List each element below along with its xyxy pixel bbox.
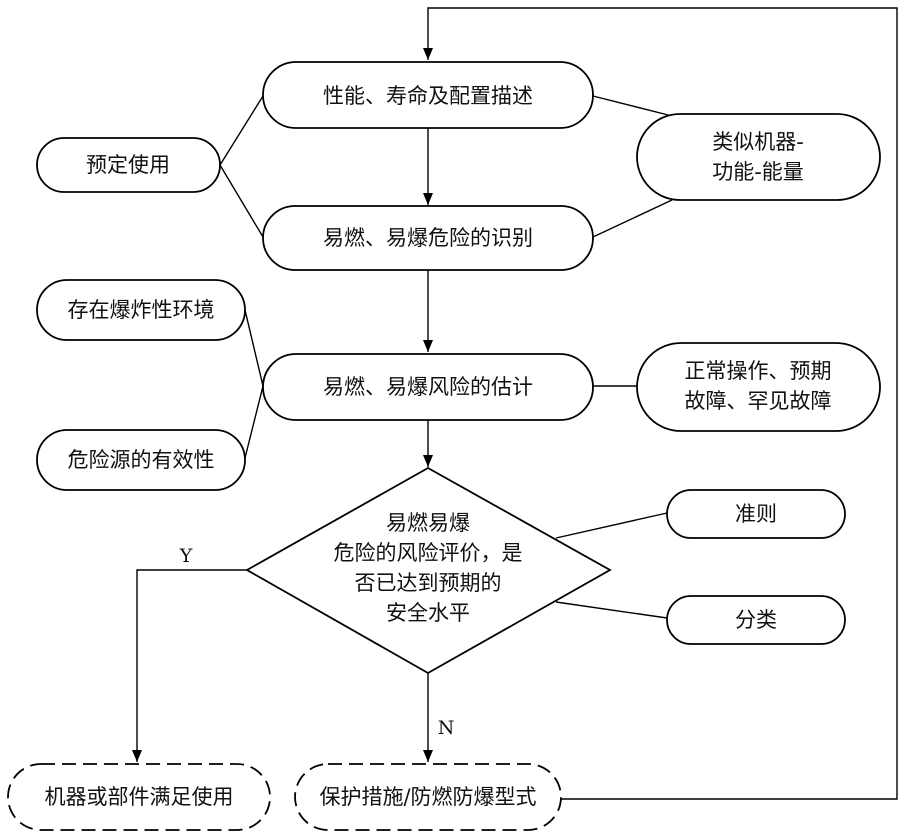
node-intended-use-label: 预定使用 (86, 153, 170, 177)
node-similar-machines-line1: 类似机器- (712, 130, 804, 154)
decision-line1: 易燃易爆 (386, 511, 470, 535)
node-operating-modes (636, 342, 881, 432)
decision-line2: 危险的风险评价，是 (334, 541, 523, 565)
edge-classify (555, 601, 668, 619)
node-similar-machines (636, 113, 881, 201)
node-source-effectiveness-label: 危险源的有效性 (68, 448, 215, 472)
node-intended-use (36, 137, 221, 193)
node-explosive-environment-label: 存在爆炸性环境 (68, 298, 215, 322)
node-explosive-environment (36, 279, 246, 341)
node-machine-satisfies-use-label: 机器或部件满足使用 (45, 785, 234, 809)
edge-similar-to-ident (592, 199, 673, 238)
node-risk-estimation (262, 353, 594, 421)
decision-line4: 安全水平 (386, 601, 470, 625)
edge-feedback-loop (423, 7, 898, 800)
node-machine-satisfies-use (7, 763, 271, 831)
node-classification (666, 595, 846, 645)
edge-criteria (555, 512, 668, 539)
node-risk-evaluation-decision (245, 466, 612, 675)
node-hazard-identification-label: 易燃、易爆危险的识别 (323, 226, 533, 250)
edge-similar-to-perf (592, 95, 673, 117)
node-similar-machines-line2: 功能-能量 (712, 160, 804, 184)
edge-decision-yes (132, 569, 247, 762)
decision-line3: 否已达到预期的 (355, 571, 502, 595)
node-protective-measures (294, 763, 562, 831)
node-protective-measures-label: 保护措施/防燃防爆型式 (319, 785, 536, 809)
node-performance-description (262, 61, 594, 129)
node-operating-modes-line2: 故障、罕见故障 (685, 389, 832, 413)
node-operating-modes-line1: 正常操作、预期 (685, 359, 832, 383)
edge-conditions (244, 309, 264, 459)
no-label: N (438, 717, 455, 739)
node-classification-label: 分类 (735, 608, 777, 632)
node-criteria (666, 489, 846, 539)
node-source-effectiveness (36, 429, 246, 491)
node-performance-description-label: 性能、寿命及配置描述 (323, 84, 533, 108)
node-hazard-identification (262, 205, 594, 271)
connectors (132, 7, 898, 800)
yes-label: Y (179, 545, 193, 567)
node-criteria-label: 准则 (735, 502, 777, 526)
edge-intended-use (219, 95, 264, 238)
node-risk-estimation-label: 易燃、易爆风险的估计 (323, 375, 533, 399)
